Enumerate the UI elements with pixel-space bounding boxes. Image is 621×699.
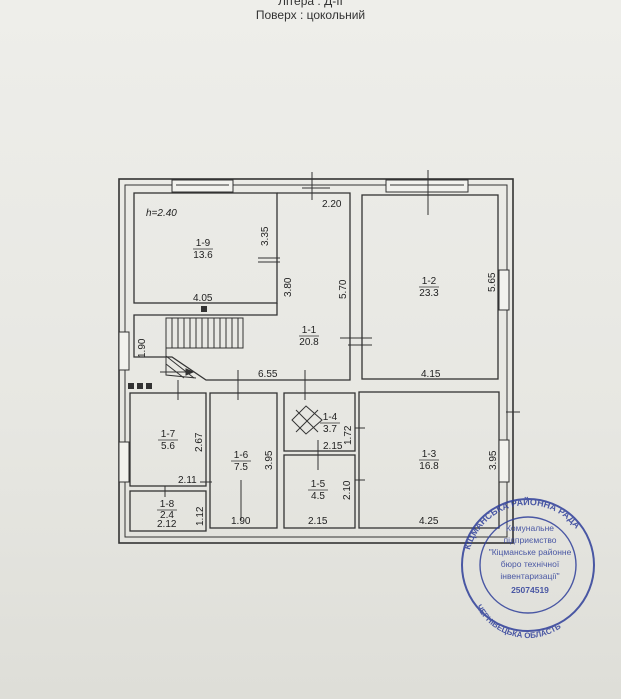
room-area: 13.6	[193, 250, 213, 261]
dim-label: 3.95	[488, 450, 499, 470]
dim-label: 1.12	[195, 506, 206, 526]
dim-label: 1.90	[137, 338, 148, 358]
room-id: 1-3	[422, 449, 437, 460]
shaft-symbol	[291, 405, 323, 435]
room-area: 20.8	[299, 337, 319, 348]
room-id: 1-5	[311, 479, 326, 490]
dim-label: 1.90	[231, 516, 251, 527]
ceiling-height: h=2.40	[146, 208, 177, 219]
stamp-line: інвентаризації"	[500, 571, 559, 581]
room-id: 1-8	[160, 499, 175, 510]
dim-label: 3.35	[260, 226, 271, 246]
floor-label: Поверх : цокольний	[255, 8, 366, 22]
door-marks	[164, 170, 520, 520]
room-1-5-outline	[283, 454, 356, 529]
dim-label: 2.67	[194, 432, 205, 452]
window-top-left	[171, 179, 234, 193]
room-walls	[129, 192, 500, 532]
room-1-6-outline	[209, 392, 278, 529]
litera-label: Літера : Д-ІІ	[278, 0, 343, 8]
room-area: 3.7	[323, 424, 337, 435]
window-left-lower	[118, 441, 130, 483]
dim-label: 3.80	[283, 277, 294, 297]
stamp-line: "Кіцманське районне	[489, 547, 572, 557]
staircase	[160, 317, 244, 379]
room-area: 2.4	[160, 510, 174, 521]
room-area: 16.8	[419, 461, 439, 472]
room-1-9-outline	[133, 192, 278, 304]
window-top-right	[385, 179, 469, 193]
stamp-code: 25074519	[511, 585, 549, 595]
room-area: 4.5	[311, 491, 325, 502]
dim-label: 3.95	[264, 450, 275, 470]
room-area: 5.6	[161, 441, 175, 452]
room-1-1-outline	[133, 192, 351, 381]
room-area: 23.3	[419, 288, 439, 299]
room-id: 1-9	[196, 238, 211, 249]
dim-label: 2.10	[342, 480, 353, 500]
window-right-lower	[498, 439, 510, 483]
room-id: 1-1	[302, 325, 317, 336]
stamp-line: підприємство	[503, 535, 556, 545]
dim-label: 2.12	[157, 519, 177, 530]
dim-label: 2.15	[323, 441, 343, 452]
room-id: 1-6	[234, 450, 249, 461]
dim-label: 2.11	[178, 475, 197, 486]
dim-label: 2.20	[322, 199, 342, 210]
dim-label: 5.65	[487, 272, 498, 292]
dim-label: 4.25	[419, 516, 439, 527]
room-1-8-outline	[129, 490, 207, 532]
stamp-line: Комунальне	[506, 523, 554, 533]
dim-label: 2.15	[308, 516, 328, 527]
window-right-upper	[498, 269, 510, 311]
dim-label: 4.05	[193, 293, 213, 304]
dim-label: 1.72	[343, 425, 354, 445]
window-left	[118, 331, 130, 371]
dim-label: 6.55	[258, 369, 278, 380]
room-1-7-outline	[129, 392, 207, 487]
room-area: 7.5	[234, 462, 248, 473]
room-1-2-outline	[361, 194, 499, 380]
room-id: 1-2	[422, 276, 437, 287]
room-id: 1-4	[323, 412, 338, 423]
windows	[118, 179, 510, 483]
dimension-labels: 2.20 3.35 3.80 5.70 5.65 4.05 1.90 6.55 …	[137, 199, 499, 530]
room-labels: 1-9 13.6 1-1 20.8 1-2 23.3 1-7 5.6 1-6 7…	[157, 238, 439, 521]
official-stamp: КІЦМАНСЬКА РАЙОННА РАДА ЧЕРНІВЕЦЬКА ОБЛА…	[461, 496, 595, 640]
room-1-4-outline	[283, 392, 356, 452]
utility-markers	[128, 306, 207, 389]
stamp-line: бюро технічної	[501, 559, 560, 569]
dim-label: 4.15	[421, 369, 441, 380]
dim-label: 5.70	[338, 279, 349, 299]
room-id: 1-7	[161, 429, 176, 440]
